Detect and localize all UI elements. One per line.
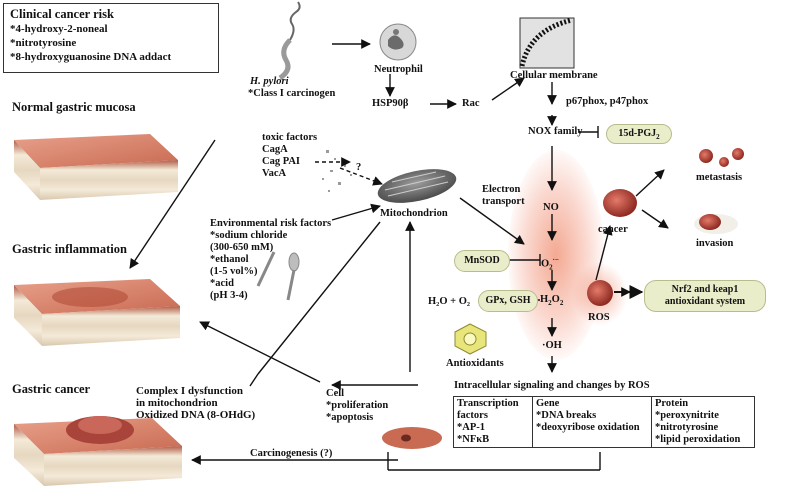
electron-transport-line: Electron (482, 184, 521, 195)
mitochondrion-label: Mitochondrion (380, 208, 448, 219)
table-line: Gene (536, 398, 560, 409)
electron-transport-line: transport (482, 196, 525, 207)
nrf2-pill: Nrf2 and keap1 antioxidant system (644, 280, 766, 312)
clinical-risk-title: Clinical cancer risk (10, 7, 114, 21)
mnsod-label: MnSOD (464, 255, 500, 266)
pgj2-pill: 15d-PGJ2 (606, 124, 672, 144)
environmental-item: (300-650 mM) (210, 242, 274, 253)
superoxide-label: O2·− (541, 254, 559, 274)
superoxide-o: O (541, 258, 550, 270)
h2o2-h: H (540, 294, 549, 305)
normal-mucosa-tissue (14, 134, 178, 200)
table-line: *NFκB (457, 434, 490, 445)
cell-membrane-illustration (519, 17, 575, 69)
toxic-factor-item: Cag PAI (262, 156, 301, 167)
clinical-risk-item: *nitrotyrosine (10, 37, 77, 49)
table-line: *nitrotyrosine (655, 422, 719, 433)
protein-cell: Protein *peroxynitrite *nitrotyrosine *l… (651, 396, 755, 448)
transcription-cell: Transcription factors *AP-1 *NFκB (453, 396, 533, 448)
table-line: Protein (655, 398, 689, 409)
environmental-title: Environmental risk factors (210, 218, 332, 229)
cell-title: Cell (326, 388, 345, 399)
neutrophil-illustration (379, 23, 417, 61)
complex1-line: in mitochondrion (136, 397, 218, 409)
environmental-item: (1-5 vol%) (210, 266, 258, 277)
connectors (249, 126, 601, 471)
cell-membrane-label: Cellular membrane (510, 70, 598, 81)
toxic-factor-item: VacA (262, 168, 287, 179)
antioxidants-label: Antioxidants (446, 358, 504, 369)
utensils-illustration (256, 251, 300, 301)
nrf2-line: antioxidant system (664, 296, 746, 307)
environmental-item: *sodium chloride (210, 230, 288, 241)
hydroxyl-label: ·OH (542, 340, 562, 351)
environmental-item: *acid (210, 278, 234, 289)
cell-item: *apoptosis (326, 412, 374, 423)
phox-label: p67phox, p47phox (566, 96, 649, 107)
stage-normal-label: Normal gastric mucosa (12, 100, 136, 114)
cancer-label: cancer (598, 224, 628, 235)
ros-changes-table: Transcription factors *AP-1 *NFκB Gene *… (453, 396, 755, 448)
clinical-risk-box: Clinical cancer risk *4-hydroxy-2-noneal… (3, 3, 219, 73)
question-mark: ? (356, 162, 362, 173)
hsp90-label: HSP90β (372, 98, 409, 109)
h2o2-sub1: 2 (548, 299, 552, 308)
antioxidant-nut (454, 323, 487, 355)
gpx-pill: GPx, GSH (478, 290, 538, 312)
h2o2-sub2: 2 (559, 299, 564, 308)
superoxide-sup: ·− (552, 256, 559, 264)
mnsod-pill: MnSOD (454, 250, 510, 272)
gpx-label: GPx, GSH (485, 295, 531, 306)
complex1-line: Oxidized DNA (8-OHdG) (136, 409, 256, 421)
table-line: *lipid peroxidation (655, 434, 741, 445)
environmental-item: (pH 3-4) (210, 290, 248, 301)
inflamed-mucosa-tissue (14, 279, 180, 346)
table-line: Transcription (457, 398, 519, 409)
stage-cancer-label: Gastric cancer (12, 382, 91, 396)
hpylori-carcinogen: *Class I carcinogen (248, 88, 336, 99)
hpylori-name: H. pylori (250, 76, 289, 87)
cancer-tissue (14, 416, 182, 486)
mitochondrion-illustration (377, 169, 457, 203)
pgj2-sub: 2 (656, 133, 660, 141)
toxic-factors-title: toxic factors (262, 132, 318, 143)
stage-inflammation-label: Gastric inflammation (12, 242, 127, 256)
environmental-item: *ethanol (210, 254, 249, 265)
table-line: *AP-1 (457, 422, 485, 433)
toxic-factor-item: CagA (262, 144, 288, 155)
h2o2-label: H2O2 (540, 294, 563, 309)
h2o2-o: O (551, 294, 560, 305)
ros-label: ROS (588, 312, 610, 323)
invasion-cell (694, 214, 738, 234)
neutrophil-label: Neutrophil (374, 64, 423, 75)
nox-label: NOX family (528, 126, 583, 137)
table-line: *DNA breaks (536, 410, 597, 421)
superoxide-sub: 2 (549, 263, 553, 272)
ros-ball (587, 280, 613, 306)
intracellular-label: Intracellular signaling and changes by R… (454, 380, 650, 391)
pgj2-main: 15d-PGJ (618, 128, 657, 139)
cancer-cell (603, 189, 637, 217)
metastasis-cells (699, 148, 744, 167)
gene-cell: Gene *DNA breaks *deoxyribose oxidation (532, 396, 652, 448)
invasion-label: invasion (696, 238, 734, 249)
clinical-risk-item: *4-hydroxy-2-noneal (10, 23, 108, 35)
no-label: NO (543, 202, 559, 213)
water-label: H₂O + O₂ (428, 296, 471, 307)
table-line: *deoxyribose oxidation (536, 422, 640, 433)
table-line: *peroxynitrite (655, 410, 719, 421)
cell-item: *proliferation (326, 400, 389, 411)
nrf2-line: Nrf2 and keap1 (671, 284, 739, 295)
metastasis-label: metastasis (696, 172, 743, 183)
hpylori-illustration (278, 1, 301, 81)
complex1-line: Complex I dysfunction (136, 385, 243, 397)
table-line: factors (457, 410, 488, 421)
carcinogenesis-label: Carcinogenesis (?) (250, 448, 333, 459)
clinical-risk-item: *8-hydroxyguanosine DNA addact (10, 51, 172, 63)
rac-label: Rac (462, 98, 480, 109)
cell-illustration (382, 427, 442, 449)
